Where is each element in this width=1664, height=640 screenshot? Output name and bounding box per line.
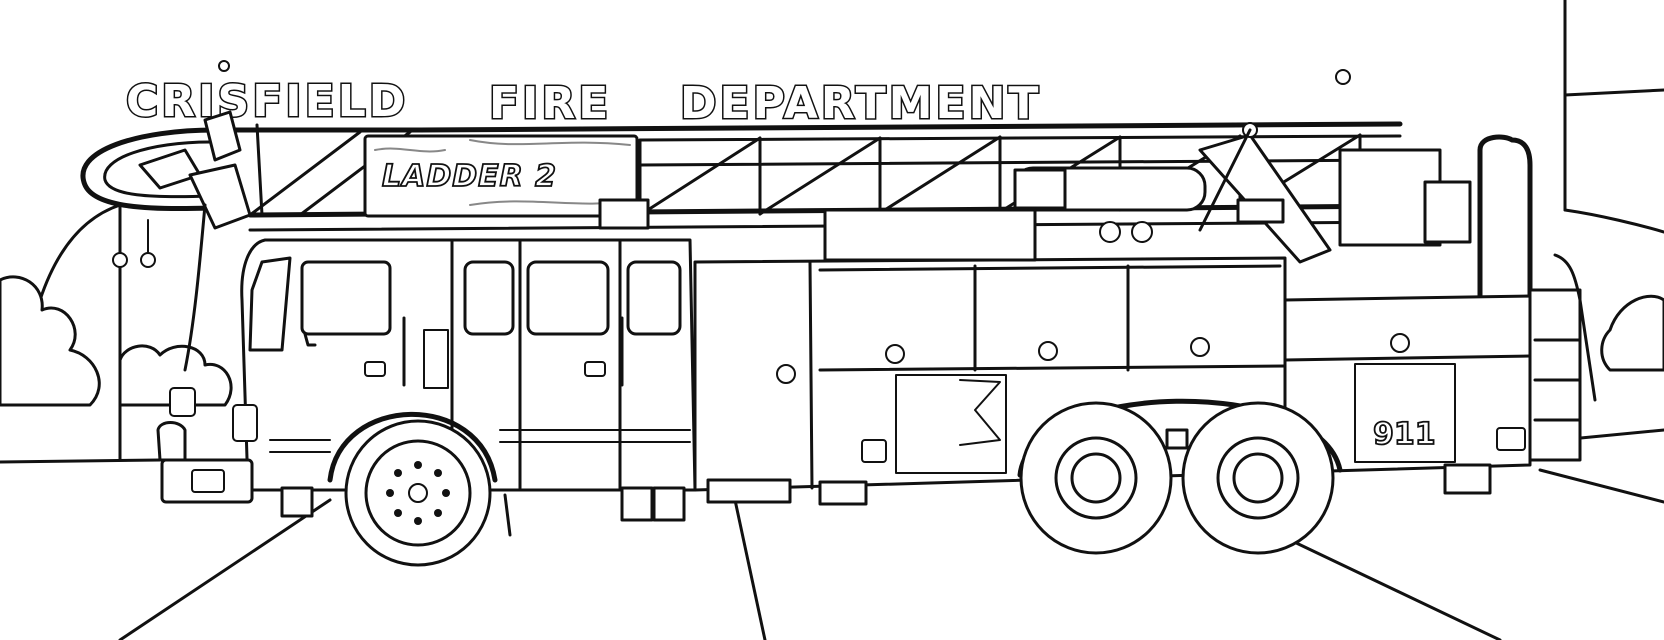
department-sign: CRISFIELD FIRE DEPARTMENT <box>125 75 1041 131</box>
unit-number: 911 <box>1373 417 1436 452</box>
bush-middle <box>118 344 233 407</box>
cab-window-front <box>300 260 392 336</box>
ladder-name-plate <box>363 134 639 218</box>
cab-window-middle <box>463 260 515 336</box>
sign-word-crisfield: CRISFIELD <box>126 76 408 127</box>
wheels <box>327 398 1343 567</box>
compartment-latch <box>776 364 796 384</box>
cab-window-rear <box>526 260 610 336</box>
cab-window-back <box>626 260 682 336</box>
bush-right <box>1600 294 1664 372</box>
aerial-ladder: LADDER 2 <box>80 110 1533 372</box>
ladder-name-label: LADDER 2 <box>382 159 557 194</box>
truck-body: 911 <box>156 208 1597 537</box>
sign-word-fire: FIRE <box>489 78 611 129</box>
sign-word-department: DEPARTMENT <box>680 78 1041 129</box>
bush-left <box>0 275 101 407</box>
